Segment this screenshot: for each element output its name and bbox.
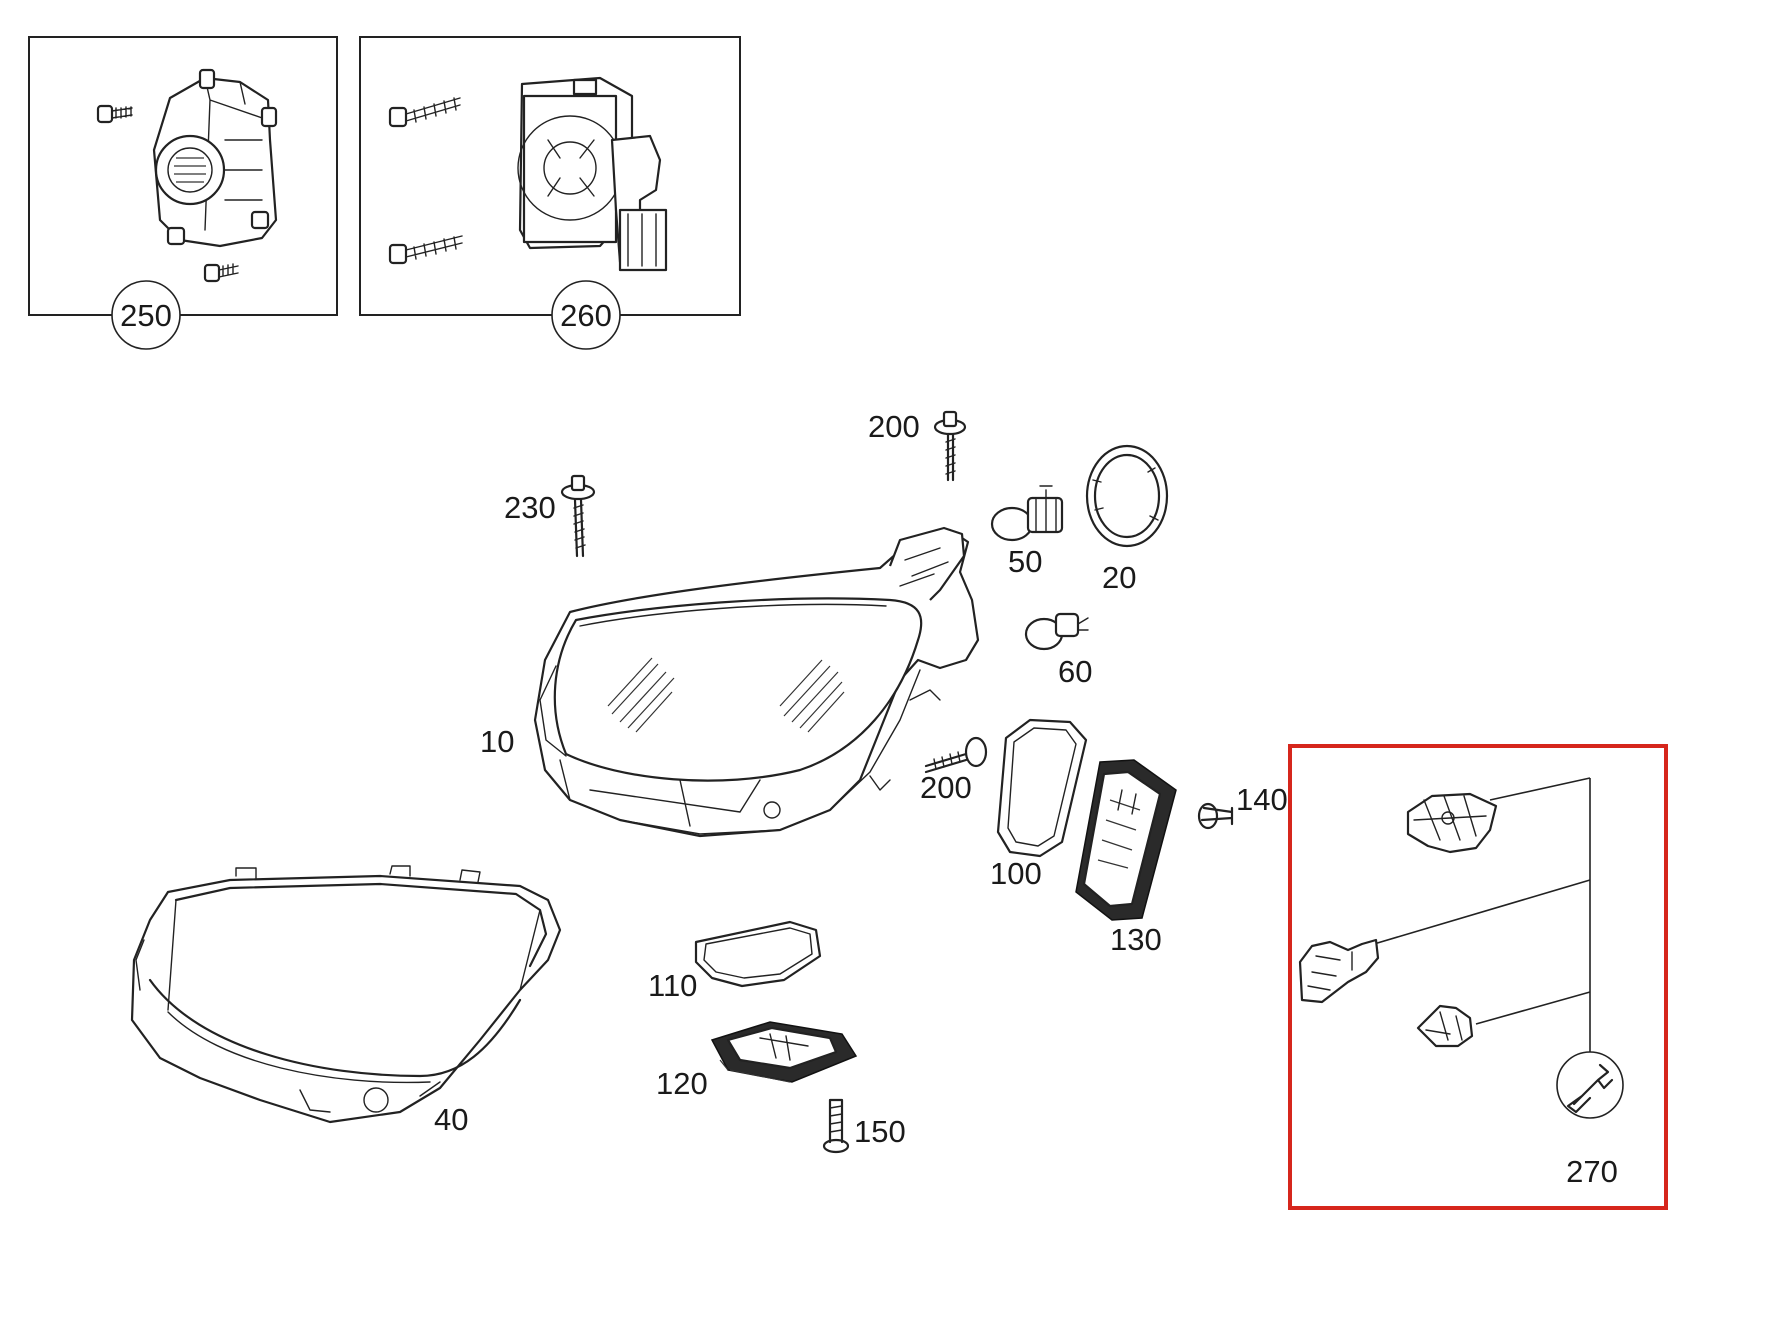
inset-260-fan: 260 [359,36,741,350]
screw-200-middle: 200 [920,736,988,805]
mounting-clip-icon [1298,938,1380,1004]
callout-50: 50 [1008,544,1042,579]
callout-130: 130 [1110,922,1162,957]
screw-140: 140 [1197,782,1288,830]
housing-40: 40 [130,865,562,1137]
screw-icon [388,235,463,265]
callout-200-top: 200 [868,409,920,444]
screw-icon [933,410,967,482]
callout-140: 140 [1236,782,1288,817]
callout-circle-260 [551,280,621,350]
callout-230: 230 [504,490,556,525]
screw-icon [203,263,239,283]
mounting-bracket-icon [1406,792,1498,854]
control-unit-130: 130 [1075,759,1177,957]
callout-110: 110 [648,968,697,1003]
screw-icon [822,1098,850,1154]
callout-60: 60 [1058,654,1092,689]
inset-frame-250 [28,36,338,316]
gasket-110: 110 [648,920,822,1003]
callout-150: 150 [854,1114,906,1149]
leveling-motor-icon [152,68,278,248]
bulb-icon [990,485,1064,542]
kit-symbol-circle [1556,1051,1624,1119]
gasket-icon [996,718,1088,858]
headlamp-10: 10 [480,526,980,838]
repair-kit-270: 270 [1288,744,1668,1210]
callout-260: 260 [560,298,612,333]
bulb-50: 50 [990,485,1064,579]
screw-icon [388,97,461,128]
fan-icon [517,76,668,272]
seal-ring-20: 20 [1085,444,1169,595]
inset-250-leveling-motor: 250 [28,36,338,350]
callout-20: 20 [1102,560,1136,595]
control-unit-120: 120 [656,1021,858,1101]
screw-icon [560,474,596,558]
screw-150: 150 [822,1098,906,1154]
inset-frame-260 [359,36,741,316]
headlamp-assembly-icon [533,526,980,838]
headlamp-housing-icon [130,865,562,1124]
callout-circle-250 [111,280,181,350]
callout-40: 40 [434,1102,468,1137]
control-unit-icon [710,1021,858,1083]
wrench-icon [1566,1063,1614,1114]
control-unit-icon [1075,759,1177,921]
callout-100: 100 [990,856,1042,891]
callout-250: 250 [120,298,172,333]
callout-200-middle: 200 [920,770,972,805]
highlight-box [1288,744,1668,1210]
screw-icon [1197,802,1234,830]
bulb-icon [1024,612,1089,651]
screw-icon [96,104,133,124]
screw-230: 230 [504,474,596,558]
callout-270: 270 [1566,1154,1618,1189]
screw-200-top: 200 [868,409,967,482]
bulb-60: 60 [1024,612,1092,689]
gasket-icon [694,920,822,988]
gasket-100: 100 [990,718,1088,891]
seal-ring-icon [1085,444,1169,548]
callout-10: 10 [480,724,514,759]
screw-icon [924,736,988,774]
mounting-bracket-icon [1416,1004,1474,1048]
callout-120: 120 [656,1066,708,1101]
